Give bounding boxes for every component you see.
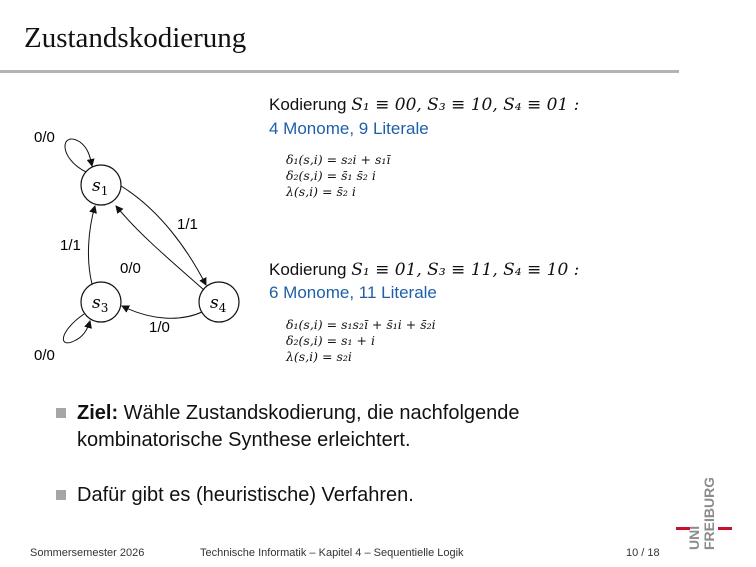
logo-line-2: FREIBURG	[701, 478, 717, 550]
state-s3	[80, 281, 122, 323]
bullet-1-bold: Ziel:	[77, 402, 119, 424]
edge-label-s1-s4: 1/1	[177, 216, 198, 233]
state-s4	[198, 281, 240, 323]
encoding-2-eq-1: δ₁(s,i) = s₁s₂ī + s̄₁i + s̄₂i	[286, 317, 436, 332]
bullet-2-body: Dafür gibt es (heuristische) Verfahren.	[77, 484, 414, 506]
title-rule	[0, 70, 679, 73]
encoding-1-eq-2: δ₂(s,i) = s̄₁ s̄₂ i	[286, 168, 376, 183]
edge-label-s4-s3: 1/0	[149, 319, 170, 336]
state-diagram: s1 s3 s4 0/0 1/1 0/0 1/1 1/0 0/0	[34, 129, 240, 364]
edge-label-s3-s1: 1/1	[60, 237, 81, 254]
edge-label-s1-self: 0/0	[34, 129, 55, 146]
encoding-1-spec: S₁ ≡ 00, S₃ ≡ 10, S₄ ≡ 01 :	[351, 95, 580, 115]
bullet-2-text: Dafür gibt es (heuristische) Verfahren.	[77, 482, 637, 509]
edge-label-s4-s1: 0/0	[120, 260, 141, 277]
edge-s3-self	[62, 313, 92, 344]
encoding-1-summary: 4 Monome, 9 Literale	[269, 119, 429, 138]
footer-right: 10 / 18	[626, 547, 660, 559]
footer-center: Technische Informatik – Kapitel 4 – Sequ…	[200, 547, 464, 559]
uni-freiburg-logo: UNI FREIBURG	[676, 478, 732, 550]
logo-line-1: UNI	[686, 526, 702, 550]
edge-s4-s1	[115, 205, 205, 291]
logo-red-bar	[676, 527, 690, 530]
edge-s4-s3	[121, 305, 203, 319]
state-s1-label: s1	[92, 176, 108, 198]
edge-s1-self	[64, 138, 95, 173]
state-s3-label: s3	[92, 293, 108, 315]
encoding-2-heading: Kodierung S₁ ≡ 01, S₃ ≡ 11, S₄ ≡ 10 :	[269, 260, 579, 280]
encoding-2-eq-3: λ(s,i) = s₂i	[286, 349, 352, 364]
slide-title: Zustandskodierung	[24, 22, 247, 54]
encoding-1-eq-1: δ₁(s,i) = s₂i + s₁ī	[286, 152, 391, 167]
edge-s1-s4	[120, 185, 207, 286]
bullet-1-body: Wähle Zustandskodierung, die nachfolgend…	[77, 402, 520, 451]
encoding-1-heading: Kodierung S₁ ≡ 00, S₃ ≡ 10, S₄ ≡ 01 :	[269, 95, 579, 115]
state-s1	[80, 164, 122, 206]
encoding-2-eq-2: δ₂(s,i) = s₁ + i	[286, 333, 375, 348]
encoding-1-prefix: Kodierung	[269, 95, 352, 114]
edge-s3-s1	[87, 205, 97, 285]
footer-left: Sommersemester 2026	[30, 547, 145, 559]
encoding-1-eq-3: λ(s,i) = s̄₂ i	[286, 184, 356, 199]
logo-red-bar-2	[718, 527, 732, 530]
bullet-1-text: Ziel: Wähle Zustandskodierung, die nachf…	[77, 400, 637, 454]
bullet-2-marker	[56, 490, 66, 500]
state-s4-label: s4	[210, 293, 227, 315]
bullet-1-marker	[56, 408, 66, 418]
encoding-2-summary: 6 Monome, 11 Literale	[269, 283, 437, 302]
edge-label-s3-self: 0/0	[34, 347, 55, 364]
encoding-2-prefix: Kodierung	[269, 260, 352, 279]
encoding-2-spec: S₁ ≡ 01, S₃ ≡ 11, S₄ ≡ 10 :	[351, 260, 580, 280]
